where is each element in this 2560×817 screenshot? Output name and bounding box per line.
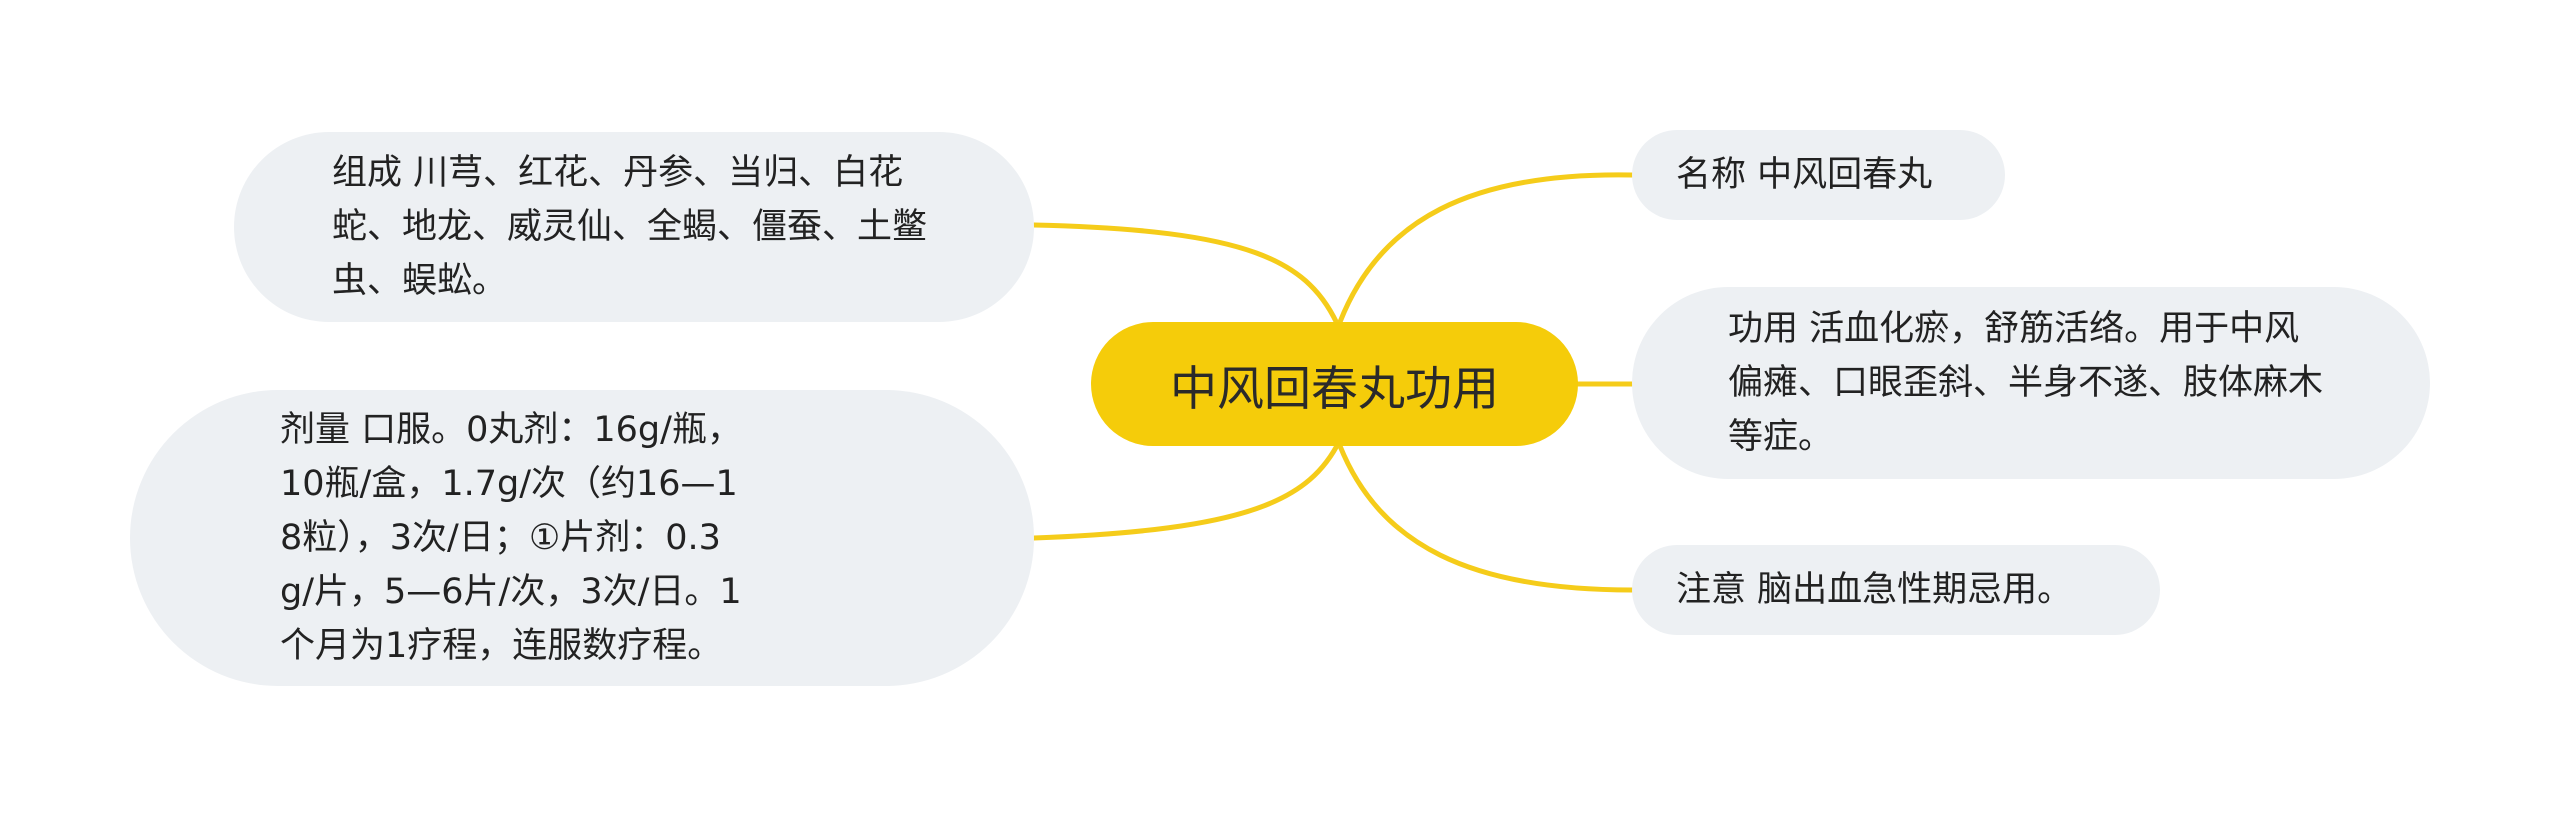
branch-node-composition[interactable]: 组成 川芎、红花、丹参、当归、白花蛇、地龙、威灵仙、全蝎、僵蚕、土鳖虫、蜈蚣。 bbox=[234, 132, 1034, 322]
branch-label-dosage: 剂量 口服。0丸剂：16g/瓶，10瓶/盒，1.7g/次（约16—18粒），3次… bbox=[280, 410, 742, 666]
branch-label-caution: 注意 脑出血急性期忌用。 bbox=[1676, 570, 2073, 610]
branch-node-function[interactable]: 功用 活血化瘀，舒筋活络。用于中风偏瘫、口眼歪斜、半身不遂、肢体麻木等症。 bbox=[1632, 287, 2430, 479]
central-topic[interactable]: 中风回春丸功用 bbox=[1091, 322, 1578, 446]
branch-label-function: 功用 活血化瘀，舒筋活络。用于中风偏瘫、口眼歪斜、半身不遂、肢体麻木等症。 bbox=[1728, 309, 2324, 457]
central-topic-label: 中风回春丸功用 bbox=[1170, 361, 1499, 417]
connector-dosage bbox=[1031, 437, 1343, 541]
connector-name bbox=[1337, 172, 1635, 325]
branch-node-caution[interactable]: 注意 脑出血急性期忌用。 bbox=[1632, 545, 2160, 635]
branch-label-composition: 组成 川芎、红花、丹参、当归、白花蛇、地龙、威灵仙、全蝎、僵蚕、土鳖虫、蜈蚣。 bbox=[332, 153, 928, 301]
branch-node-name[interactable]: 名称 中风回春丸 bbox=[1632, 130, 2005, 220]
branch-label-name: 名称 中风回春丸 bbox=[1676, 155, 1933, 195]
connector-composition bbox=[1031, 222, 1343, 333]
branch-node-dosage[interactable]: 剂量 口服。0丸剂：16g/瓶，10瓶/盒，1.7g/次（约16—18粒），3次… bbox=[130, 390, 1034, 686]
connector-caution bbox=[1337, 443, 1635, 593]
